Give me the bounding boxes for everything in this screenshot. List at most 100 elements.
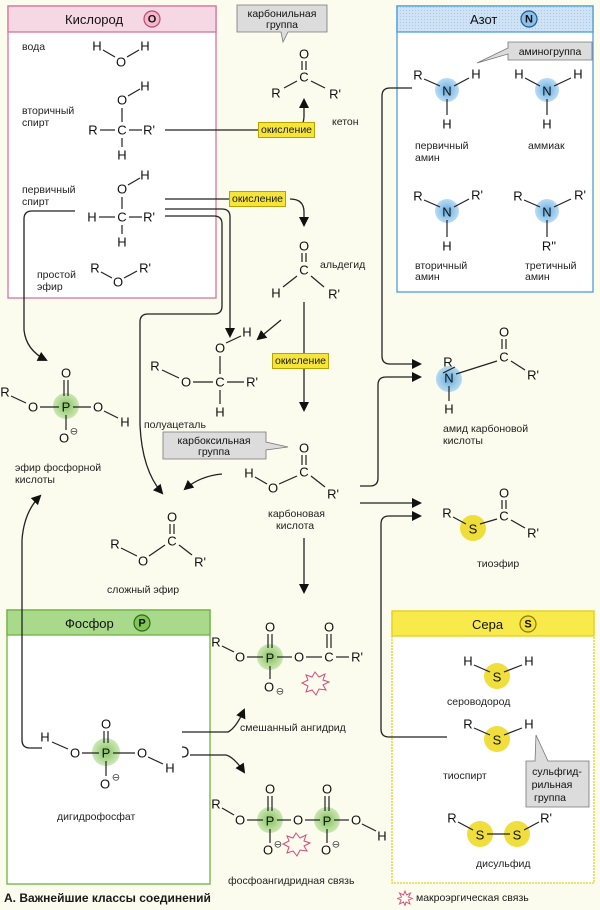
- svg-text:O: O: [235, 813, 245, 828]
- hydrogen-sulfide-structure: H S H: [463, 654, 534, 689]
- secondary-alcohol-label-2: спирт: [22, 117, 49, 129]
- svg-text:аминогруппа: аминогруппа: [519, 46, 582, 58]
- tertiary-amine-label-2: амин: [525, 271, 550, 283]
- svg-text:O: O: [294, 650, 304, 665]
- svg-text:R': R': [246, 375, 258, 390]
- ester-label: сложный эфир: [107, 584, 179, 596]
- dihydrogen-phosphate-structure: O H O P O H O ⊖: [40, 717, 174, 792]
- svg-text:H: H: [140, 39, 149, 54]
- tertiary-amine-label-1: третичный: [525, 260, 577, 272]
- secondary-amine-structure: R R' N H: [413, 188, 483, 254]
- svg-text:R'': R'': [542, 239, 556, 254]
- svg-text:R: R: [90, 261, 99, 276]
- oxidation-tag-3: окисление: [272, 353, 330, 369]
- svg-text:H: H: [165, 761, 174, 776]
- svg-text:H: H: [140, 79, 149, 94]
- svg-text:O: O: [167, 510, 177, 525]
- svg-text:R': R': [143, 210, 155, 225]
- secondary-amine-label-1: вторичный: [415, 260, 467, 272]
- svg-text:N: N: [442, 84, 451, 99]
- svg-text:R: R: [88, 123, 97, 138]
- svg-text:N: N: [444, 371, 453, 386]
- oxygen-box: Кислород O вода H O H вторичный спирт H …: [7, 5, 217, 299]
- svg-text:C: C: [299, 70, 308, 85]
- primary-alcohol-label-1: первичный: [22, 184, 76, 196]
- svg-text:R': R': [527, 526, 539, 541]
- svg-text:P: P: [323, 814, 332, 829]
- svg-text:O: O: [61, 366, 71, 381]
- svg-text:P: P: [266, 814, 275, 829]
- svg-text:R: R: [0, 385, 9, 400]
- legend: макроэргическая связь: [397, 890, 529, 906]
- svg-text:H: H: [244, 466, 253, 481]
- disulfide-structure: R S S R': [447, 811, 552, 847]
- svg-text:P: P: [102, 746, 111, 761]
- phosphate-ester-structure: O R O P O H O ⊖: [0, 366, 129, 446]
- svg-text:C: C: [117, 210, 126, 225]
- carbonyl-callout: карбонильная группа: [236, 4, 328, 44]
- mixed-anhydride-structure: O R O P O O C R' O ⊖: [211, 620, 363, 698]
- svg-text:H: H: [120, 415, 129, 430]
- svg-text:⊖: ⊖: [70, 427, 78, 438]
- svg-text:C: C: [299, 465, 308, 480]
- thioester-label: тиоэфир: [477, 558, 519, 570]
- svg-text:O: O: [324, 620, 334, 635]
- svg-text:H: H: [92, 39, 101, 54]
- svg-text:R: R: [413, 68, 422, 83]
- aldehyde-label: альдегид: [320, 259, 365, 271]
- amide-structure: O R N C R' H: [436, 325, 539, 417]
- ammonia-structure: H H N H: [514, 67, 582, 132]
- carboxyl-callout: карбоксильная группа: [162, 431, 289, 460]
- svg-text:O: O: [265, 620, 275, 635]
- svg-text:S: S: [524, 619, 531, 631]
- svg-text:O: O: [113, 275, 123, 290]
- svg-text:C: C: [167, 534, 176, 549]
- svg-text:O: O: [70, 746, 80, 761]
- svg-text:R: R: [271, 86, 280, 101]
- legend-label: макроэргическая связь: [416, 892, 529, 904]
- svg-text:H: H: [542, 117, 551, 132]
- nitrogen-badge: N: [520, 10, 538, 28]
- svg-text:R: R: [211, 635, 220, 650]
- svg-text:группа: группа: [266, 19, 298, 31]
- ester-structure: O C R O R': [110, 510, 206, 570]
- svg-text:⊖: ⊖: [332, 840, 340, 851]
- svg-text:P: P: [266, 651, 275, 666]
- hemiacetal-structure: H O R O C R' H: [150, 325, 258, 420]
- svg-text:группа: группа: [534, 792, 566, 804]
- secondary-alcohol-structure: H O R C R' H: [88, 79, 155, 163]
- high-energy-bond-icon: [300, 671, 331, 696]
- svg-text:O: O: [93, 400, 103, 415]
- svg-text:H: H: [117, 148, 126, 163]
- svg-text:H: H: [463, 654, 472, 669]
- svg-text:R: R: [513, 189, 522, 204]
- svg-text:O: O: [215, 341, 225, 356]
- hydrogen-sulfide-label: сероводород: [447, 696, 510, 708]
- svg-text:R': R': [351, 650, 363, 665]
- svg-text:O: O: [299, 47, 309, 62]
- svg-text:S: S: [476, 828, 485, 843]
- svg-text:S: S: [469, 522, 478, 537]
- svg-text:R: R: [443, 355, 452, 370]
- svg-text:H: H: [271, 286, 280, 301]
- ketone-structure: O C R R': [271, 47, 341, 102]
- svg-text:R': R': [328, 287, 340, 302]
- tertiary-amine-structure: R R' N R'': [513, 188, 586, 254]
- figure-caption: А. Важнейшие классы соединений: [4, 891, 211, 905]
- svg-text:R': R': [574, 188, 586, 203]
- svg-text:O: O: [138, 554, 148, 569]
- carboxylic-acid-label-1: карбоновая: [268, 508, 325, 520]
- reaction-arrows: [21, 87, 447, 774]
- svg-text:C: C: [324, 650, 333, 665]
- svg-text:R': R': [329, 87, 341, 102]
- svg-text:O: O: [265, 782, 275, 797]
- svg-text:H: H: [140, 168, 149, 183]
- svg-text:O: O: [117, 182, 127, 197]
- carboxylic-acid-label-2: кислота: [276, 520, 314, 532]
- svg-text:O: O: [28, 400, 38, 415]
- svg-text:O: O: [299, 441, 309, 456]
- svg-text:P: P: [138, 618, 145, 630]
- phosphoanhydride-label: фосфоангидридная связь: [228, 875, 355, 887]
- svg-text:O: O: [322, 782, 332, 797]
- oxygen-box-title: Кислород: [65, 12, 123, 27]
